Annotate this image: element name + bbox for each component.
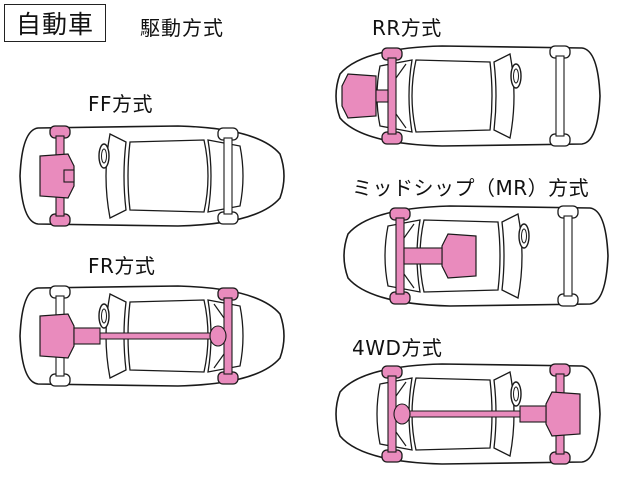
steering-wheel-inner <box>513 68 519 84</box>
transaxle <box>375 89 389 103</box>
rear-differential <box>209 325 227 347</box>
cabin-roof <box>127 139 209 213</box>
car-fr <box>19 285 285 387</box>
label-fr: FR方式 <box>88 254 156 278</box>
rear-suspension <box>403 223 415 289</box>
cabin-roof <box>411 59 493 133</box>
windshield <box>105 133 127 219</box>
windshield <box>501 213 523 299</box>
front-axle <box>563 215 573 297</box>
rear-axle <box>387 57 397 135</box>
car-ff <box>19 125 285 227</box>
label-4wd: 4WD方式 <box>352 336 443 360</box>
engine <box>545 391 581 437</box>
transmission <box>519 405 547 423</box>
transaxle <box>63 169 75 183</box>
rear-differential <box>393 403 411 425</box>
steering-wheel <box>518 223 530 249</box>
engine <box>441 233 477 279</box>
rear-axle <box>223 137 233 215</box>
steering-wheel <box>510 381 522 407</box>
steering-wheel <box>98 303 110 329</box>
steering-wheel-inner <box>521 228 527 244</box>
engine <box>39 313 75 359</box>
engine <box>341 73 377 119</box>
front-axle <box>555 55 565 137</box>
propeller-shaft <box>99 332 225 340</box>
page-title: 自動車 <box>4 4 106 42</box>
label-mr: ミッドシップ（MR）方式 <box>352 176 590 200</box>
rear-axle <box>395 217 405 295</box>
steering-wheel <box>98 143 110 169</box>
transaxle <box>403 247 443 265</box>
steering-wheel-inner <box>101 148 107 164</box>
car-awd <box>335 363 601 465</box>
steering-wheel-inner <box>513 386 519 402</box>
label-rr: RR方式 <box>372 16 442 40</box>
rear-suspension <box>395 63 407 129</box>
steering-wheel-inner <box>101 308 107 324</box>
page-subtitle: 駆動方式 <box>140 16 224 40</box>
propeller-shaft <box>395 410 521 418</box>
label-ff: FF方式 <box>88 92 154 116</box>
rear-suspension <box>395 381 407 447</box>
rear-suspension <box>213 303 225 369</box>
car-mr <box>343 205 609 307</box>
car-rr <box>335 45 601 147</box>
steering-wheel <box>510 63 522 89</box>
windshield <box>493 53 515 139</box>
engine <box>39 153 75 199</box>
transmission <box>73 327 101 345</box>
